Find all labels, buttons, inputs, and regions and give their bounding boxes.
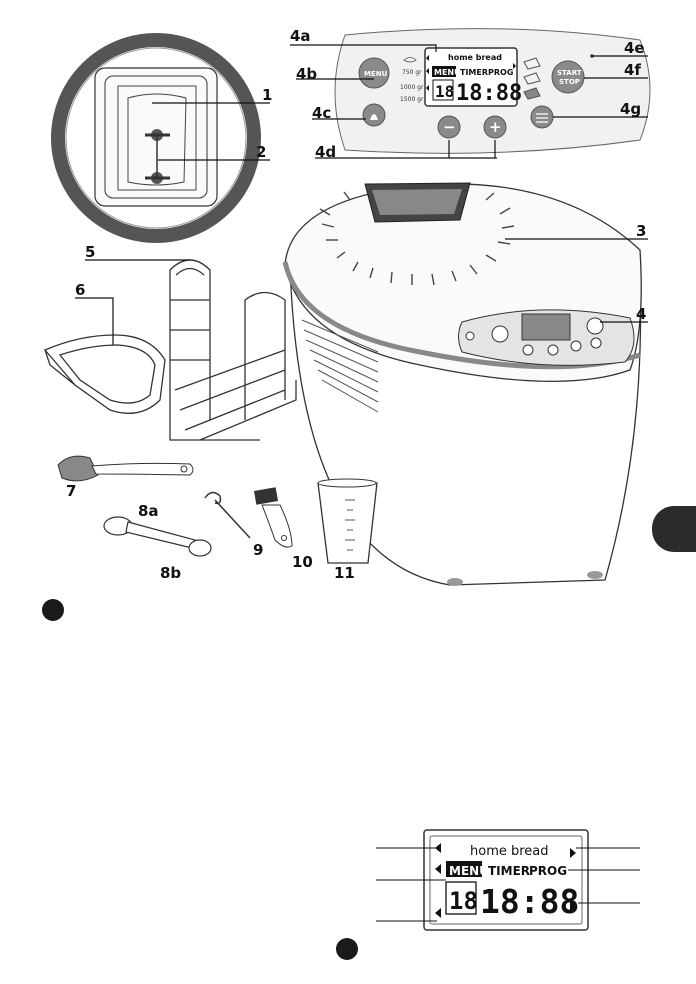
label-1: 1 <box>262 86 272 104</box>
lcd-time-digits: 18:88 <box>480 882 579 921</box>
panel-prog-text: PROG <box>488 68 513 77</box>
panel-menu-text: MENU <box>434 68 461 77</box>
plus-button[interactable]: + <box>484 116 506 138</box>
kneading-basket <box>170 260 296 440</box>
measuring-cup <box>318 479 377 563</box>
label-5: 5 <box>85 243 95 261</box>
svg-text:+: + <box>489 118 502 136</box>
label-10: 10 <box>292 553 313 571</box>
label-4b: 4b <box>296 65 317 83</box>
measuring-spoon <box>104 517 211 556</box>
label-7: 7 <box>66 482 76 500</box>
lcd-menu-text: MENU <box>449 864 489 878</box>
label-11: 11 <box>334 564 355 582</box>
panel-brand-text: home bread <box>448 53 502 62</box>
label-8b: 8b <box>160 564 181 582</box>
panel-time-digits: 18:88 <box>456 81 522 106</box>
label-4: 4 <box>636 305 646 323</box>
minus-button[interactable]: − <box>438 116 460 138</box>
lcd-timer-text: TIMER <box>488 864 530 878</box>
label-8a: 8a <box>138 502 159 520</box>
label-4g: 4g <box>620 100 641 118</box>
warm-button[interactable] <box>363 104 385 126</box>
panel-timer-text: TIMER <box>460 68 488 77</box>
lcd-prog-text: PROG <box>529 864 567 878</box>
lcd-brand-text: home bread <box>470 844 549 859</box>
accessory-callouts <box>75 260 190 345</box>
svg-text:STOP: STOP <box>559 78 580 86</box>
hook <box>205 492 250 538</box>
menu-button[interactable]: MENU <box>359 58 389 88</box>
section-bullet <box>42 599 64 621</box>
label-9: 9 <box>253 541 263 559</box>
panel-prog-digits: 18 <box>435 82 454 101</box>
label-6: 6 <box>75 281 85 299</box>
pan-inset <box>58 40 254 236</box>
svg-text:MENU: MENU <box>364 70 388 78</box>
label-3: 3 <box>636 222 646 240</box>
lcd-closeup: home bread MENU TIMER PROG 18 18:88 <box>424 830 588 930</box>
svg-text:−: − <box>443 118 456 136</box>
crust-button[interactable] <box>531 106 553 128</box>
svg-text:START: START <box>557 69 582 77</box>
label-4f: 4f <box>624 61 641 79</box>
pan-insert <box>45 335 165 413</box>
label-4d: 4d <box>315 143 336 161</box>
brush <box>254 487 292 547</box>
label-2: 2 <box>256 143 266 161</box>
label-4a: 4a <box>290 27 311 45</box>
label-4c: 4c <box>312 104 331 122</box>
page-bullet <box>336 938 358 960</box>
spatula <box>58 456 193 481</box>
lcd-prog-digits: 18 <box>449 887 478 915</box>
language-tab <box>652 506 696 552</box>
start-stop-button[interactable]: START STOP <box>552 61 584 93</box>
control-panel: home bread MENU TIMER PROG 18 18:88 750 … <box>335 29 650 154</box>
panel-weight-1500: 1500 gr <box>400 96 424 103</box>
panel-weight-750: 750 gr <box>402 69 422 76</box>
label-4e: 4e <box>624 39 645 57</box>
panel-weight-1000: 1000 gr <box>400 84 424 91</box>
